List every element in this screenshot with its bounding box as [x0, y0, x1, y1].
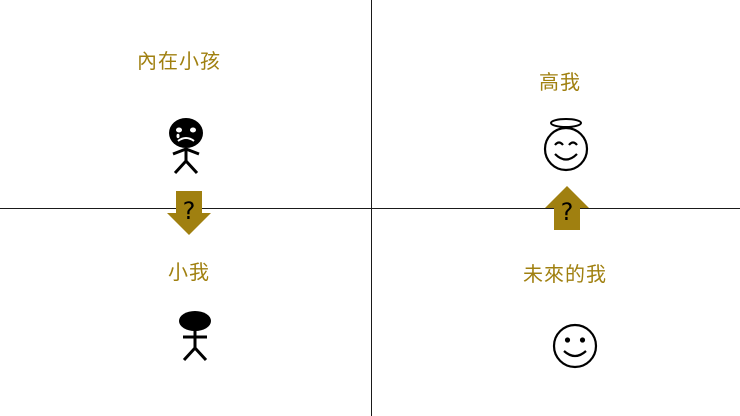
horizontal-axis: [0, 208, 740, 209]
stick-figure-icon: [179, 311, 211, 362]
smiley-face-icon: [552, 323, 598, 369]
halo-smiley-icon: [543, 118, 589, 172]
crying-stick-figure-icon: [169, 118, 203, 175]
label-future-self: 未來的我: [523, 262, 607, 286]
up-arrow-icon: ?: [545, 186, 589, 230]
label-higher-self: 高我: [539, 70, 581, 94]
label-ego: 小我: [168, 260, 210, 284]
down-arrow-icon: ?: [167, 191, 211, 235]
down-arrow-question-mark: ?: [183, 197, 196, 225]
label-inner-child: 內在小孩: [137, 49, 221, 73]
up-arrow-question-mark: ?: [561, 198, 574, 226]
